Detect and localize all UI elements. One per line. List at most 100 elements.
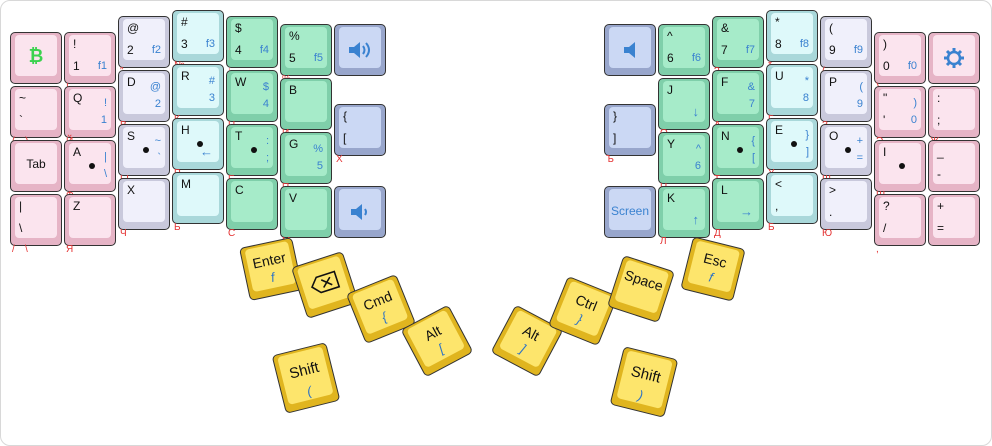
key-vol-up[interactable] (334, 24, 386, 76)
key-quote-tl-legend: " (883, 91, 888, 105)
key-at-bl-legend: 2 (127, 43, 134, 57)
key-dollar[interactable]: $4f4; (226, 16, 278, 77)
key-paren-close[interactable]: )0f0) (874, 32, 926, 93)
key-star[interactable]: *8f8* (766, 10, 818, 71)
key-d[interactable]: D@2В (118, 70, 170, 131)
key-plus-tl-legend: + (937, 199, 945, 213)
key-l[interactable]: L→Д (712, 178, 764, 239)
key-paren-close-tl-legend: ) (883, 37, 887, 51)
volume-down-icon (339, 201, 381, 227)
key-x-tl-legend: X (127, 183, 136, 197)
key-excl-tl-legend: ! (73, 37, 77, 51)
key-e-br-legend: ] (805, 146, 809, 158)
key-g-br-legend: 5 (316, 160, 323, 172)
key-q[interactable]: Q!1Й (64, 86, 116, 147)
key-vol-down[interactable] (334, 186, 386, 238)
key-pipe-bl-legend: \ (19, 221, 23, 235)
key-s-tl-legend: S (127, 129, 136, 143)
key-minus-tl-legend: _ (937, 145, 944, 159)
key-lt[interactable]: <,Б (766, 172, 818, 233)
home-row-dot-icon (791, 141, 797, 147)
key-w-tr-legend: $ (262, 81, 269, 93)
key-brace-open[interactable]: {[Х (334, 104, 386, 165)
key-hash[interactable]: #3f3№ (172, 10, 224, 71)
key-u[interactable]: U*8Г (766, 64, 818, 125)
key-t[interactable]: T:;Е (226, 124, 278, 185)
key-p-tl-legend: P (829, 75, 838, 89)
thumb-key-backspace[interactable] (290, 250, 360, 320)
key-k-tl-legend: K (667, 191, 676, 205)
key-w[interactable]: W$4Ц (226, 70, 278, 131)
key-p-br-legend: 9 (856, 98, 863, 110)
key-h[interactable]: H←Р (172, 118, 224, 179)
key-question[interactable]: ?/, (874, 194, 926, 255)
key-paren-open-bl-legend: 9 (829, 43, 836, 57)
key-colon[interactable]: :;Ж (928, 86, 980, 147)
key-amp[interactable]: &7f7? (712, 16, 764, 77)
key-j[interactable]: J↓О (658, 78, 710, 139)
key-pipe-cyrillic-legend: / (12, 244, 15, 255)
key-plus[interactable]: += (928, 194, 980, 246)
key-pipe[interactable]: |\/\ (10, 194, 62, 255)
key-b-tl-legend: B (289, 83, 298, 97)
key-r[interactable]: R#3К (172, 64, 224, 125)
key-y-tl-legend: Y (667, 137, 676, 151)
key-mute[interactable] (604, 24, 656, 76)
key-lt-bl-legend: , (775, 199, 779, 213)
key-y-br-legend: 6 (694, 160, 701, 172)
key-c-tl-legend: C (235, 183, 244, 197)
key-b[interactable]: BИ (280, 78, 332, 139)
key-at-tl-legend: @ (127, 21, 140, 35)
key-colon-bl-legend: ; (937, 113, 941, 127)
key-v[interactable]: VМ (280, 186, 332, 247)
key-e[interactable]: E}]У (766, 118, 818, 179)
right-arrow-icon: → (740, 204, 753, 219)
key-u-br-legend: 8 (802, 92, 809, 104)
key-quote[interactable]: "')0Э (874, 86, 926, 147)
key-screen-ctb-legend: Screen (610, 204, 650, 218)
key-r-br-legend: 3 (208, 92, 215, 104)
key-percent[interactable]: %5f5% (280, 24, 332, 85)
key-gt[interactable]: >.Ю (820, 178, 872, 239)
key-brace-close[interactable]: }]Ъ (604, 104, 656, 165)
key-tilde[interactable]: ~`() (10, 86, 62, 147)
home-row-dot-icon (89, 163, 95, 169)
key-lt-tl-legend: < (775, 177, 783, 191)
key-r-tl-legend: R (181, 69, 190, 83)
key-s[interactable]: S~`Ы (118, 124, 170, 185)
key-p[interactable]: P(9З (820, 70, 872, 131)
key-i[interactable]: IШ (874, 140, 926, 201)
key-gt-cyrillic-legend: Ю (822, 228, 833, 239)
key-excl[interactable]: !1f1! (64, 32, 116, 93)
key-q-br-legend: 1 (100, 114, 107, 126)
key-k[interactable]: K↑Л (658, 186, 710, 247)
key-o[interactable]: O+=Щ (820, 124, 872, 185)
key-paren-open[interactable]: (9f9( (820, 16, 872, 77)
key-y[interactable]: Y^6Н (658, 132, 710, 193)
key-bitcoin[interactable]: ₿ (10, 32, 62, 84)
down-arrow-icon: ↓ (692, 104, 700, 119)
key-caret-tl-legend: ^ (667, 29, 673, 43)
key-tab[interactable]: Tab (10, 140, 62, 192)
key-n[interactable]: N{[Т (712, 124, 764, 185)
key-g[interactable]: G%5П (280, 132, 332, 193)
key-brace-open-bl-legend: [ (343, 131, 347, 145)
key-u-tr-legend: * (804, 75, 809, 87)
key-amp-bl-legend: 7 (721, 43, 728, 57)
key-tab-ct-legend: Tab (26, 157, 46, 171)
key-minus[interactable]: _- (928, 140, 980, 192)
key-settings[interactable] (928, 32, 980, 84)
key-f[interactable]: F&7А (712, 70, 764, 131)
key-screen[interactable]: Screen (604, 186, 656, 238)
key-lt-cyrillic-legend: Б (768, 222, 775, 233)
key-y-tr-legend: ^ (695, 143, 701, 155)
key-caret[interactable]: ^6f6, (658, 24, 710, 85)
key-at[interactable]: @2f2" (118, 16, 170, 77)
key-w-tl-legend: W (235, 75, 247, 89)
key-m-cyrillic-legend: Ь (174, 222, 181, 233)
key-a[interactable]: A|\Ф (64, 140, 116, 201)
